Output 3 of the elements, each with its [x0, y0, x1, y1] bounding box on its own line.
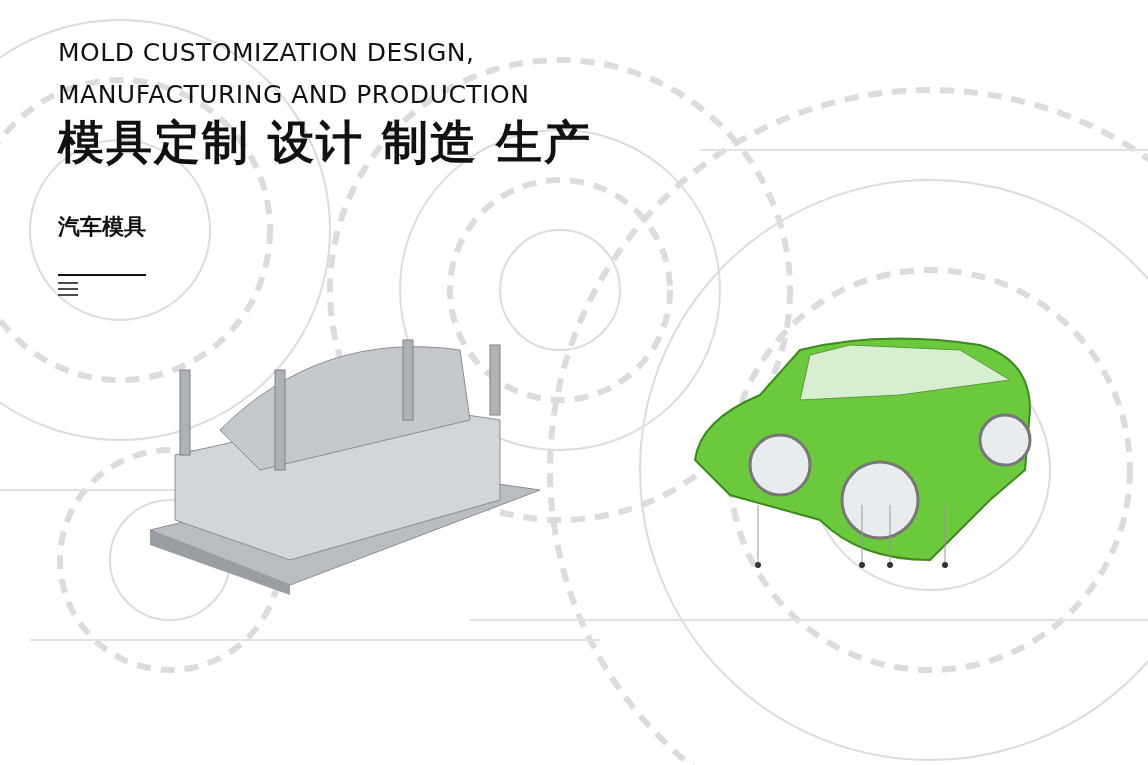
subheading-text: 汽车模具 [58, 213, 146, 241]
title-heading: MOLD CUSTOMIZATION DESIGN, MANUFACTURING AND PRODUCTION [58, 37, 531, 111]
headline-text: 模具定制 设计 制造 生产 [58, 114, 593, 171]
